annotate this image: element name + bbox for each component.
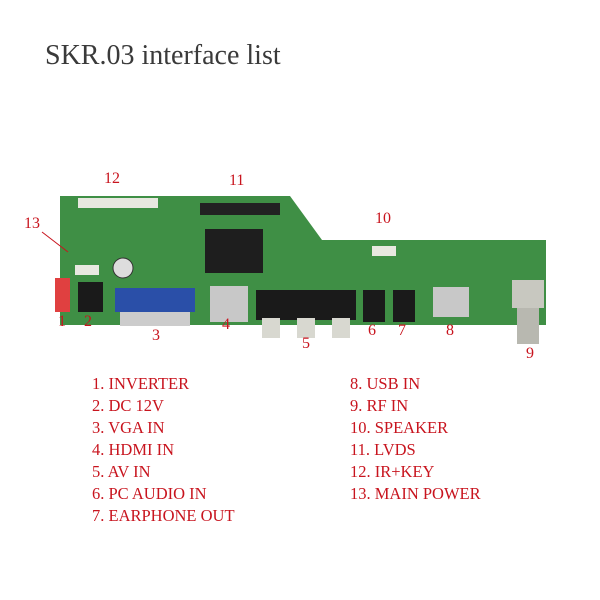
main-power-connector (75, 265, 99, 275)
rca-1 (262, 318, 280, 338)
callout-12: 12 (104, 170, 120, 187)
speaker-connector (372, 246, 396, 256)
main-chip (205, 229, 263, 273)
callout-8: 8 (446, 322, 454, 339)
rf-connector (512, 280, 544, 308)
callout-7: 7 (398, 322, 406, 339)
rf-barrel (517, 308, 539, 344)
usb-port (433, 287, 469, 317)
ir-key-connector (78, 198, 158, 208)
callout-6: 6 (368, 322, 376, 339)
rca-2 (297, 318, 315, 338)
callout-9: 9 (526, 345, 534, 362)
callout-1: 1 (58, 313, 66, 330)
page-title: SKR.03 interface list (45, 40, 281, 71)
callout-4: 4 (222, 316, 230, 333)
earphone-jack (393, 290, 415, 322)
legend-item: 6. PC AUDIO IN (92, 484, 207, 503)
vga-port (115, 288, 195, 312)
capacitor (112, 257, 134, 279)
pc-audio-jack (363, 290, 385, 322)
rca-3 (332, 318, 350, 338)
legend-item: 7. EARPHONE OUT (92, 506, 235, 525)
hdmi-port (210, 286, 248, 322)
legend-item: 10. SPEAKER (350, 418, 449, 437)
callout-2: 2 (84, 313, 92, 330)
callout-11: 11 (229, 172, 245, 189)
legend-item: 1. INVERTER (92, 374, 190, 393)
legend-item: 8. USB IN (350, 374, 421, 393)
callout-10: 10 (375, 210, 391, 227)
lvds-header (200, 203, 280, 215)
vga-shell (120, 312, 190, 326)
legend-item: 11. LVDS (350, 440, 416, 459)
dc-jack (78, 282, 103, 312)
legend-item: 12. IR+KEY (350, 462, 435, 481)
legend-left: 1. INVERTER 2. DC 12V 3. VGA IN 4. HDMI … (92, 373, 235, 527)
callout-3: 3 (152, 327, 160, 344)
legend-item: 4. HDMI IN (92, 440, 175, 459)
legend-item: 5. AV IN (92, 462, 151, 481)
legend-item: 13. MAIN POWER (350, 484, 481, 503)
inverter-connector (55, 278, 70, 312)
legend-right: 8. USB IN 9. RF IN 10. SPEAKER 11. LVDS … (350, 373, 481, 505)
legend-item: 9. RF IN (350, 396, 409, 415)
callout-13: 13 (24, 215, 40, 232)
callout-13-arrow (41, 231, 69, 253)
legend-item: 3. VGA IN (92, 418, 165, 437)
callout-5: 5 (302, 335, 310, 352)
av-block (256, 290, 356, 320)
legend-item: 2. DC 12V (92, 396, 164, 415)
